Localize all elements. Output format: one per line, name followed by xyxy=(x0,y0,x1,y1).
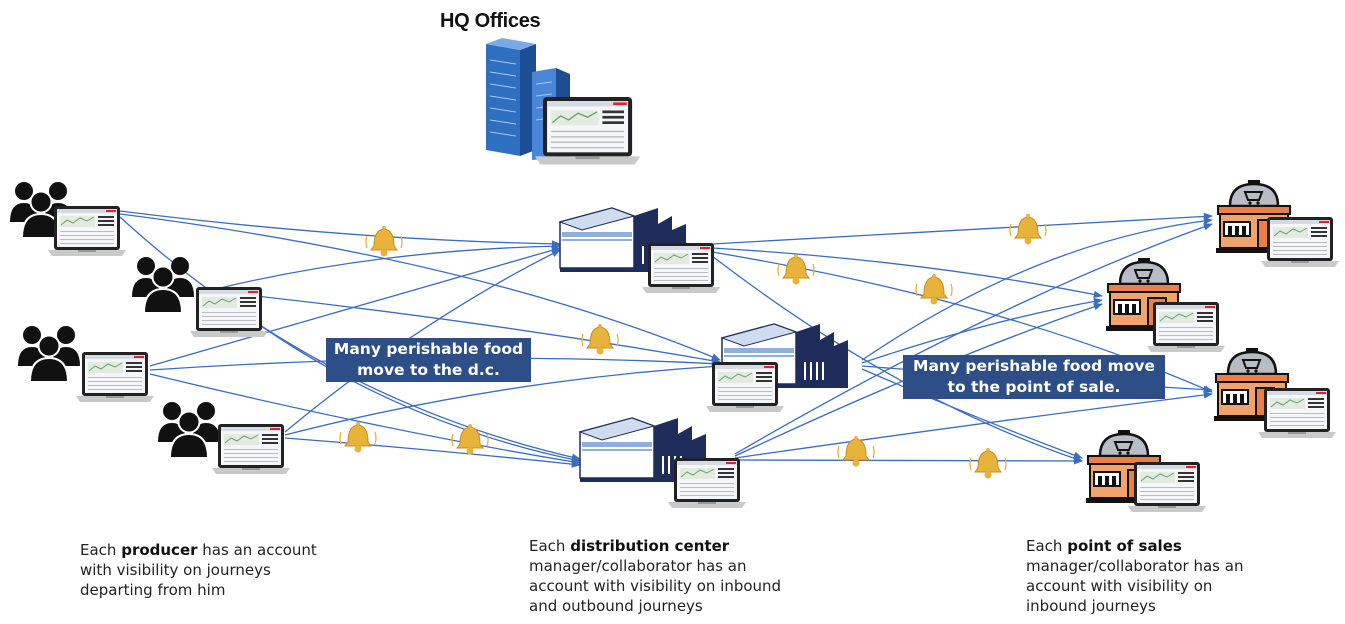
flow-label-to-dc: Many perishable food move to the d.c. xyxy=(326,338,531,382)
flow-label-to-pos: Many perishable food move to the point o… xyxy=(903,355,1165,399)
producer-laptop-icon xyxy=(211,423,291,475)
flow-label-line: to the point of sale. xyxy=(947,378,1121,396)
dc-laptop-icon xyxy=(667,457,747,509)
bell-icon xyxy=(365,225,403,258)
caption-line: account with visibility on xyxy=(1026,577,1213,595)
producer-group-icon xyxy=(131,256,195,314)
bell-icon xyxy=(969,447,1007,480)
caption-line: departing from him xyxy=(80,581,226,599)
dc-to-pos-arrows xyxy=(711,212,1213,465)
caption-text: has an account xyxy=(197,541,317,559)
caption-text: Each xyxy=(529,537,571,555)
pos-laptop-icon xyxy=(1257,387,1337,439)
pos-laptop-icon xyxy=(1146,301,1226,353)
caption-line: with visibility on journeys xyxy=(80,561,271,579)
dc-caption: Each distribution center manager/collabo… xyxy=(529,536,849,616)
hq-laptop-icon xyxy=(534,96,641,166)
flow-label-line: Many perishable food xyxy=(333,340,524,358)
pos-laptop-icon xyxy=(1127,461,1207,513)
bell-icon xyxy=(837,435,875,468)
dc-laptop-icon xyxy=(705,361,785,413)
flow-label-line: Many perishable food move xyxy=(913,357,1155,375)
caption-line: manager/collaborator has an xyxy=(529,557,747,575)
caption-bold: distribution center xyxy=(570,537,730,555)
producer-group-icon xyxy=(157,401,221,459)
bell-icon xyxy=(339,421,377,454)
caption-line: and outbound journeys xyxy=(529,597,703,615)
bell-icon xyxy=(451,423,489,456)
caption-line: inbound journeys xyxy=(1026,597,1156,615)
producer-group-icon xyxy=(17,325,81,383)
caption-bold: point of sales xyxy=(1067,537,1182,555)
bell-icon xyxy=(1009,213,1047,246)
flow-label-line: move to the d.c. xyxy=(357,361,500,379)
caption-text: Each xyxy=(80,541,122,559)
bell-icon xyxy=(581,323,619,356)
pos-laptop-icon xyxy=(1260,216,1340,268)
producer-laptop-icon xyxy=(189,286,269,338)
dc-laptop-icon xyxy=(641,242,721,294)
caption-line: account with visibility on inbound xyxy=(529,577,782,595)
bell-icon xyxy=(915,273,953,306)
caption-text: Each xyxy=(1026,537,1068,555)
producer-caption: Each producer has an account with visibi… xyxy=(80,540,370,600)
producer-laptop-icon xyxy=(75,351,155,403)
caption-bold: producer xyxy=(121,541,198,559)
caption-line: manager/collaborator has an xyxy=(1026,557,1244,575)
pos-caption: Each point of sales manager/collaborator… xyxy=(1026,536,1326,616)
producer-laptop-icon xyxy=(47,205,127,257)
hq-title: HQ Offices xyxy=(440,10,541,32)
